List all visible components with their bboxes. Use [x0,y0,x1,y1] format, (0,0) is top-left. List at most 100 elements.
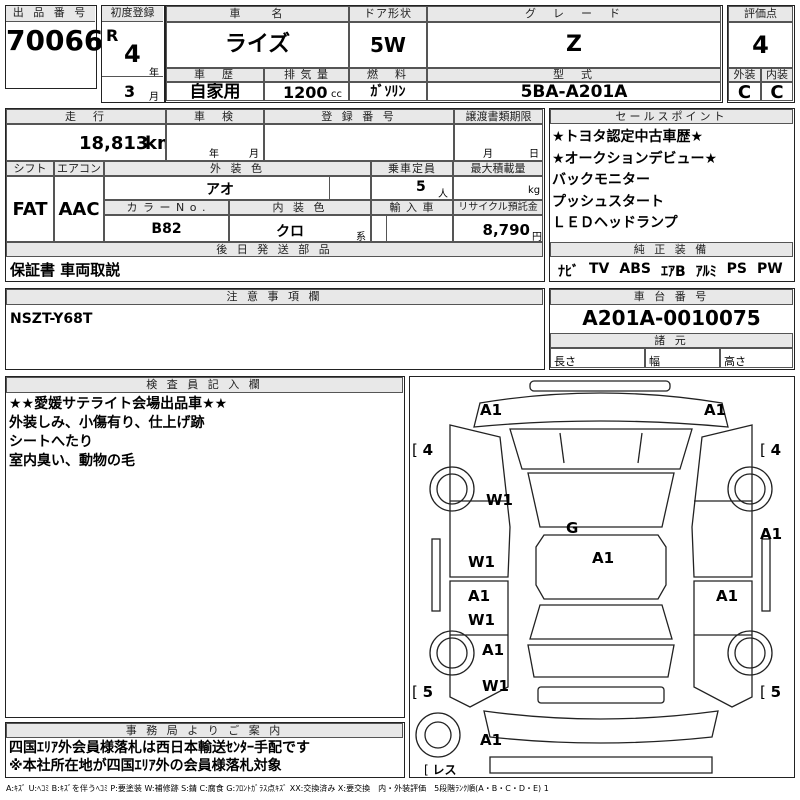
recycle-cell: 8,790 円 [453,215,543,242]
office-line: 四国ｴﾘｱ外会員様落札は西日本輸送ｾﾝﾀｰ手配です [9,740,310,756]
reg-year: 4 [124,40,141,68]
mileage-unit: km [145,133,165,154]
main-spec-block: 車 名 ライズ ドア形状 5W グ レ ー ド Z 車 歴 自家用 排 気 量 … [165,5,723,103]
month-unit: 月 [149,92,159,103]
chassis-label: 車 台 番 号 [550,289,793,305]
grade-label: グ レ ー ド [427,6,721,22]
inspector-line: ★★愛媛サテライト会場出品車★★ [9,396,228,412]
plate-cell [264,124,454,161]
history: 自家用 [166,82,264,101]
inspector-label: 検 査 員 記 入 欄 [6,377,403,393]
recycle-unit: 円 [532,232,542,242]
lot-label: 出 品 番 号 [6,6,95,22]
equipment-item: TV [589,261,610,277]
color-label: 外 装 色 [104,161,371,176]
recycle-label: リサイクル預託金 [453,200,543,215]
inspect-year-unit: 年 [209,149,219,160]
load-label: 最大積載量 [453,161,543,176]
mark-door-right-rear: A1 [716,587,739,605]
spec-label: 諸 元 [550,333,793,348]
sales-item: ★オークションデビュー★ [552,150,718,167]
import-label: 輸 入 車 [371,200,453,215]
interior-label: 内 装 色 [229,200,371,215]
int-label: 内装 [761,68,793,82]
interior-cell: クロ 系 [229,215,371,242]
equipment-list: ﾅﾋﾞ TV ABS ｴｱB ｱﾙﾐ PS PW [558,261,783,281]
mark-quarter-left: W1 [468,611,495,629]
equipment-item: ｴｱB [660,264,686,280]
later-parts: 保証書 車両取説 [10,261,121,279]
sales-item: ＬＥＤヘッドランプ [552,215,678,231]
disp-label: 排 気 量 [264,68,349,82]
disp-unit: cc [331,89,342,100]
tire-fr: [ 4 [760,441,782,459]
ext-score: C [728,82,761,101]
sales-item: プッシュスタート [552,193,664,210]
door-type: 5W [349,22,427,68]
equipment-label: 純 正 装 備 [550,242,793,257]
seat-label: 乗車定員 [371,161,453,176]
int-score: C [761,82,793,101]
color: アオ [206,182,234,198]
equipment-item: PW [757,261,783,277]
sales-item: ★トヨタ認定中古車歴★ [552,129,704,145]
grade: Z [427,22,721,68]
equipment-item: ｱﾙﾐ [695,264,717,280]
mark-front-left: A1 [480,401,503,419]
door-label: ドア形状 [349,6,427,22]
mileage-cell: 18,813 km [6,124,166,161]
caution-block: 注 意 事 項 欄 NSZT-Y68T [5,288,545,370]
car-name: ライズ [166,22,349,68]
mark-fender-left: W1 [486,491,513,509]
seats: 5 [416,179,426,195]
inspect-label: 車 検 [166,109,264,124]
mark-door-left-rear: A1 [468,587,491,605]
mileage-label: 走 行 [6,109,166,124]
lot-cell: 出 品 番 号 70066 [5,5,104,89]
color-cell: アオ [104,176,371,200]
mark-rear-left: A1 [482,641,505,659]
sales-item: バックモニター [552,172,650,188]
transfer-cell: 月 日 [454,124,543,161]
load-cell: kg [453,176,543,200]
caution-label: 注 意 事 項 欄 [6,289,543,305]
fuel-label: 燃 料 [349,68,427,82]
length: 長さ [550,348,645,368]
tire-fl: [ 4 [412,441,434,459]
recycle: 8,790 [482,221,530,239]
tire-rl: [ 5 [412,683,434,701]
fuel: ｶﾞｿﾘﾝ [349,82,427,101]
registration-cell: 初度登録 R 4 年 3 月 [101,5,165,103]
mileage: 18,813 [79,133,149,154]
mark-right-side: A1 [760,525,783,543]
name-label: 車 名 [166,6,349,22]
office-line: ※本社所在地が四国ｴﾘｱ外の会員様落札対象 [9,758,282,774]
plate-label: 登 録 番 号 [264,109,454,124]
score: 4 [728,22,793,68]
mark-rear-left-lower: W1 [482,677,509,695]
mark-windshield: G [566,519,579,537]
import-cell [371,215,453,242]
later-label: 後 日 発 送 部 品 [6,242,543,257]
shift: FAT [6,176,54,242]
chassis-block: 車 台 番 号 A201A-0010075 諸 元 長さ 幅 高さ [549,288,795,370]
car-diagram: [ 4 [ 4 [ 5 [ 5 [ レス A1 A1 W1 G W1 A1 A1… [409,376,795,778]
inspect-month-unit: 月 [249,149,259,160]
year-unit: 年 [149,68,159,79]
inspector-line: 室内臭い、動物の毛 [9,453,135,469]
tire-rr: [ 5 [760,683,782,701]
mark-front-right: A1 [704,401,727,419]
lot-number: 70066 [6,24,104,57]
reg-month: 3 [124,82,136,101]
office-notes: 四国ｴﾘｱ外会員様落札は西日本輸送ｾﾝﾀｰ手配です ※本社所在地が四国ｴﾘｱ外の… [9,739,310,775]
seat-unit: 人 [438,189,448,200]
equipment-item: ﾅﾋﾞ [558,264,579,280]
inspector-line: シートへたり [9,434,93,450]
sales-list: ★トヨタ認定中古車歴★ ★オークションデビュー★ バックモニター プッシュスター… [552,127,717,235]
equipment-item: ABS [619,261,651,277]
colorno-label: カ ラ ー N o . [104,200,229,215]
ext-label: 外装 [728,68,761,82]
office-label: 事 務 局 よ り ご 案 内 [6,723,403,738]
equipment-item: PS [726,261,747,277]
displacement: 1200 [283,83,328,101]
